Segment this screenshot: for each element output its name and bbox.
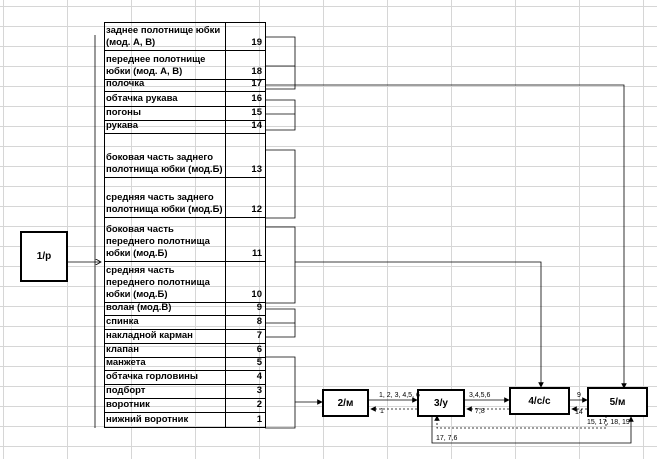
part-number: 15 [251, 107, 262, 118]
part-label: нижний воротник [106, 414, 189, 425]
flow-label-5-to-4: 14 [575, 409, 583, 416]
node-3u: 3/у [417, 389, 465, 417]
part-row-15: погоны 15 [104, 107, 265, 121]
part-label: клапан [106, 344, 139, 355]
part-label: манжета [106, 357, 146, 368]
table-num-divider [225, 22, 226, 428]
node-2m: 2/м [322, 389, 369, 417]
part-row-19: заднее полотнище юбки (мод. А, В) 19 [104, 22, 265, 51]
part-row-14: рукава 14 [104, 120, 265, 134]
arrow-3-to-5-bottom [431, 416, 634, 444]
part-number: 1 [256, 414, 262, 425]
part-row-9: волан (мод.В) 9 [104, 302, 265, 316]
part-label: обтачка горловины [106, 371, 199, 382]
part-label: рукава [106, 120, 138, 131]
arrow-5-to-3-dashed [434, 415, 607, 429]
part-row-8: спинка 8 [104, 316, 265, 330]
part-label: погоны [106, 107, 142, 118]
part-number: 17 [251, 78, 262, 89]
part-row-6: клапан 6 [104, 344, 265, 358]
part-label: спинка [106, 316, 139, 327]
part-label: боковая часть заднего полотнища юбки (мо… [106, 152, 223, 175]
part-number: 5 [256, 357, 262, 368]
part-label: средняя часть заднего полотнища юбки (мо… [106, 192, 223, 215]
flow-label-4-to-3: 7,8 [475, 408, 485, 415]
part-row-18: переднее полотнище юбки (мод. А, В) 18 [104, 51, 265, 80]
part-row-5: манжета 5 [104, 357, 265, 371]
flow-label-4-to-5: 9 [577, 392, 581, 399]
part-label: боковая часть переднего полотнища юбки (… [106, 224, 210, 259]
part-label: волан (мод.В) [106, 302, 172, 313]
flow-label-3-to-2: 1 [380, 408, 384, 415]
part-number: 10 [251, 289, 262, 300]
part-number: 2 [256, 399, 262, 410]
part-row-2: воротник 2 [104, 399, 265, 413]
part-row-12: средняя часть заднего полотнища юбки (мо… [104, 178, 265, 218]
flow-label-5-return: 15, 17, 18, 19 [587, 419, 630, 426]
part-number: 4 [256, 371, 262, 382]
arrow-17-to-5 [265, 84, 627, 389]
bracket-16-14 [265, 99, 296, 131]
flow-label-3-to-4: 3,4,5,6 [469, 392, 491, 399]
part-label: переднее полотнище юбки (мод. А, В) [106, 54, 206, 77]
part-row-11: боковая часть переднего полотнища юбки (… [104, 218, 265, 262]
bracket-11-10 [265, 226, 296, 304]
part-number: 3 [256, 385, 262, 396]
part-number: 7 [256, 330, 262, 341]
flow-label-2-to-3: 1, 2, 3, 4,5, 6 [379, 392, 420, 399]
node-4ss: 4/с/с [509, 387, 570, 415]
part-number: 16 [251, 93, 262, 104]
part-row-17: полочка 17 [104, 78, 265, 92]
node-5m: 5/м [587, 387, 648, 417]
part-number: 19 [251, 37, 262, 48]
bracket-13-12 [265, 149, 296, 219]
part-label: подборт [106, 385, 146, 396]
part-row-3: подборт 3 [104, 385, 265, 399]
part-number: 11 [251, 248, 262, 259]
part-number: 13 [251, 164, 262, 175]
part-number: 8 [256, 316, 262, 327]
part-label: накладной карман [106, 330, 193, 341]
table-right-border [265, 22, 266, 428]
part-number: 18 [251, 66, 262, 77]
part-number: 6 [256, 344, 262, 355]
part-row-13: боковая часть заднего полотнища юбки (мо… [104, 134, 265, 178]
bracket-19-18 [265, 36, 296, 90]
part-label: воротник [106, 399, 150, 410]
bracket-6-1 [265, 356, 296, 429]
table-top-border [104, 22, 266, 23]
part-row-16: обтачка рукава 16 [104, 92, 265, 107]
part-label: обтачка рукава [106, 93, 178, 104]
part-number: 9 [256, 302, 262, 313]
part-label: полочка [106, 78, 145, 89]
part-row-4: обтачка горловины 4 [104, 371, 265, 385]
part-label: заднее полотнище юбки (мод. А, В) [106, 25, 221, 48]
flow-label-bottom: 17, 7,6 [436, 435, 458, 442]
table-left-border [104, 22, 105, 428]
arrow-11-to-4 [295, 261, 544, 388]
node-1r: 1/р [20, 231, 68, 282]
part-row-10: средняя часть переднего полотнища юбки (… [104, 262, 265, 303]
part-row-1: нижний воротник 1 [104, 413, 265, 428]
part-number: 12 [251, 204, 262, 215]
part-number: 14 [251, 120, 262, 131]
part-row-7: накладной карман 7 [104, 330, 265, 344]
part-label: средняя часть переднего полотнища юбки (… [106, 265, 210, 300]
